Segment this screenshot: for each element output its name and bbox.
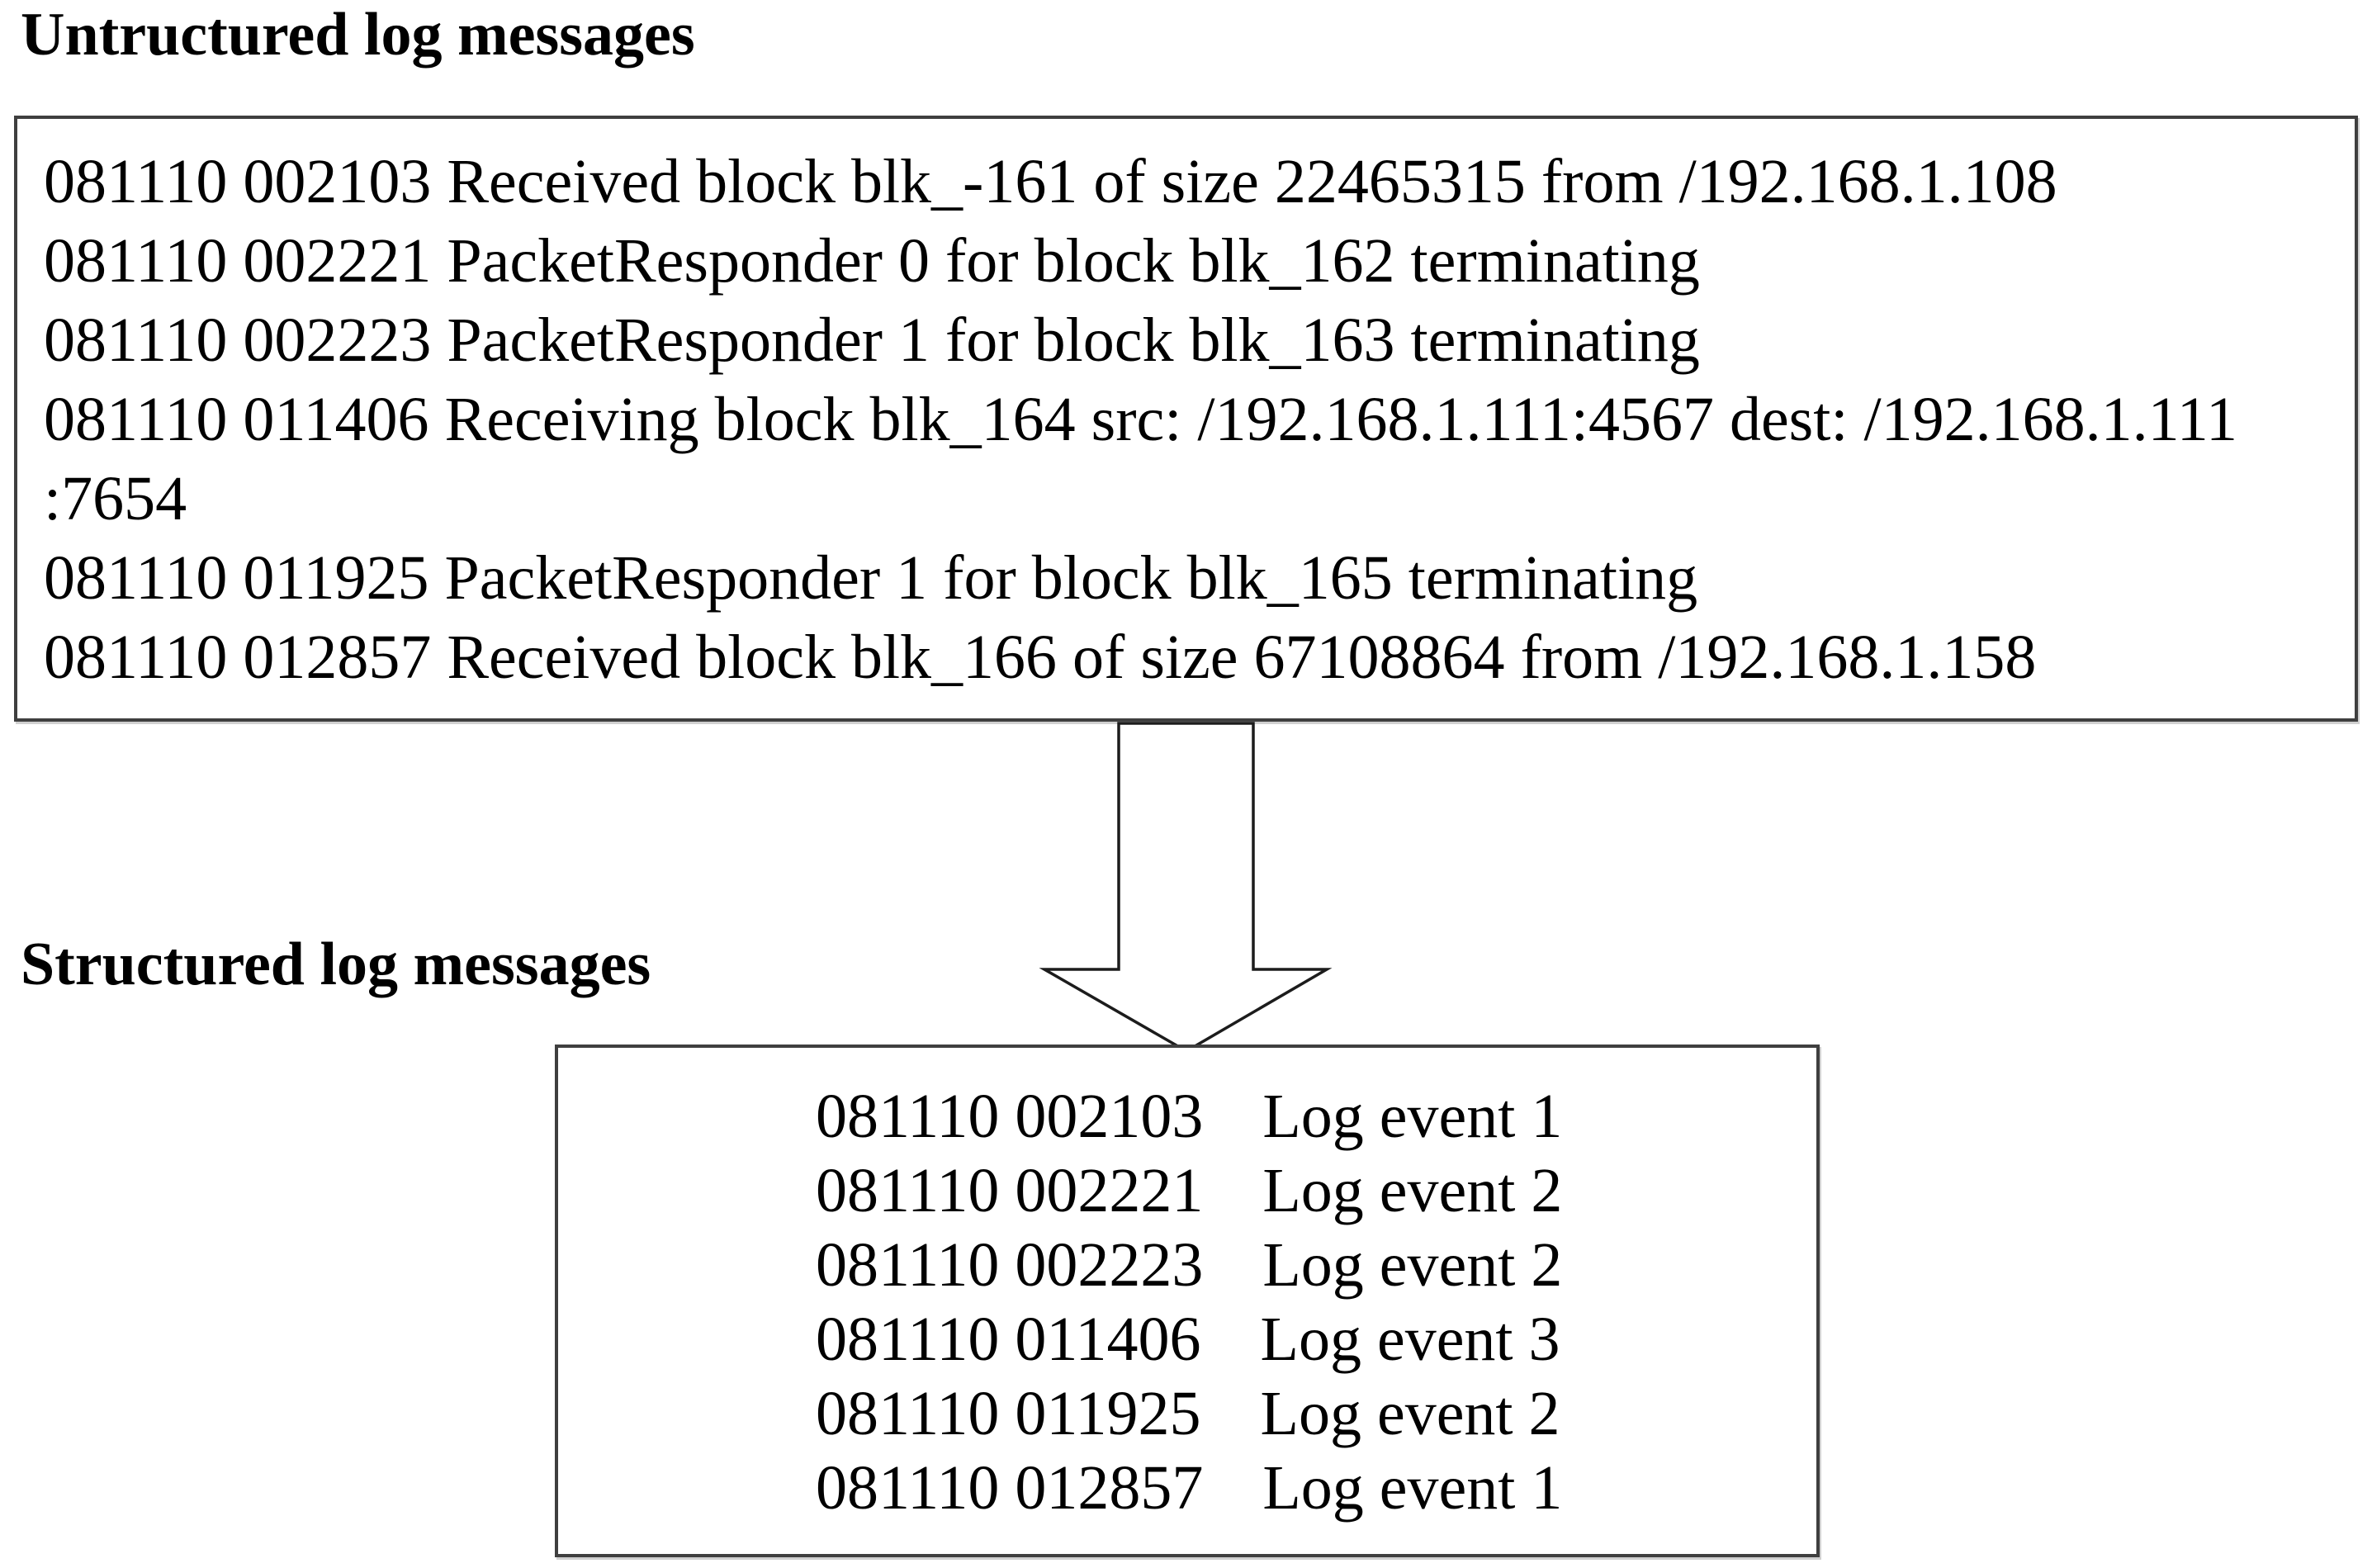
unstructured-section-title: Untructured log messages — [21, 1, 695, 69]
log-line: 081110 011925 PacketResponder 1 for bloc… — [44, 543, 1698, 613]
log-timestamp: 081110 012857 — [816, 1453, 1204, 1523]
log-event-label: Log event 1 — [1262, 1453, 1563, 1523]
log-line: 081110 011406 Receiving block blk_164 sr… — [44, 385, 2237, 454]
structured-log-row: 081110 011925 Log event 2 — [816, 1376, 1801, 1451]
unstructured-log-box: 081110 002103 Received block blk_-161 of… — [14, 116, 2358, 722]
log-line: :7654 — [44, 464, 187, 533]
log-timestamp: 081110 011925 — [816, 1379, 1201, 1448]
down-arrow-shape — [1039, 722, 1333, 1054]
log-event-label: Log event 3 — [1260, 1305, 1560, 1374]
structured-log-row: 081110 002221 Log event 2 — [816, 1153, 1801, 1228]
log-event-label: Log event 2 — [1262, 1156, 1563, 1225]
log-event-label: Log event 2 — [1260, 1379, 1560, 1448]
log-line: 081110 012857 Received block blk_166 of … — [44, 623, 2037, 692]
unstructured-log-lines: 081110 002103 Received block blk_-161 of… — [44, 142, 2340, 697]
log-event-label: Log event 1 — [1262, 1082, 1563, 1151]
log-timestamp: 081110 011406 — [816, 1305, 1201, 1374]
log-timestamp: 081110 002103 — [816, 1082, 1204, 1151]
log-line: 081110 002103 Received block blk_-161 of… — [44, 147, 2057, 216]
log-event-label: Log event 2 — [1262, 1230, 1563, 1300]
log-timestamp: 081110 002221 — [816, 1156, 1204, 1225]
structured-log-box: 081110 002103 Log event 1 081110 002221 … — [555, 1045, 1820, 1557]
structured-log-row: 081110 002103 Log event 1 — [816, 1079, 1801, 1153]
structured-log-row: 081110 011406 Log event 3 — [816, 1302, 1801, 1376]
log-line: 081110 002223 PacketResponder 1 for bloc… — [44, 306, 1700, 375]
parse-transform-down-arrow-icon — [1039, 722, 1333, 1054]
log-timestamp: 081110 002223 — [816, 1230, 1204, 1300]
structured-log-row: 081110 012857 Log event 1 — [816, 1451, 1801, 1525]
structured-log-rows: 081110 002103 Log event 1 081110 002221 … — [816, 1079, 1801, 1525]
log-line: 081110 002221 PacketResponder 0 for bloc… — [44, 226, 1700, 296]
structured-log-row: 081110 002223 Log event 2 — [816, 1228, 1801, 1302]
structured-section-title: Structured log messages — [21, 931, 651, 998]
